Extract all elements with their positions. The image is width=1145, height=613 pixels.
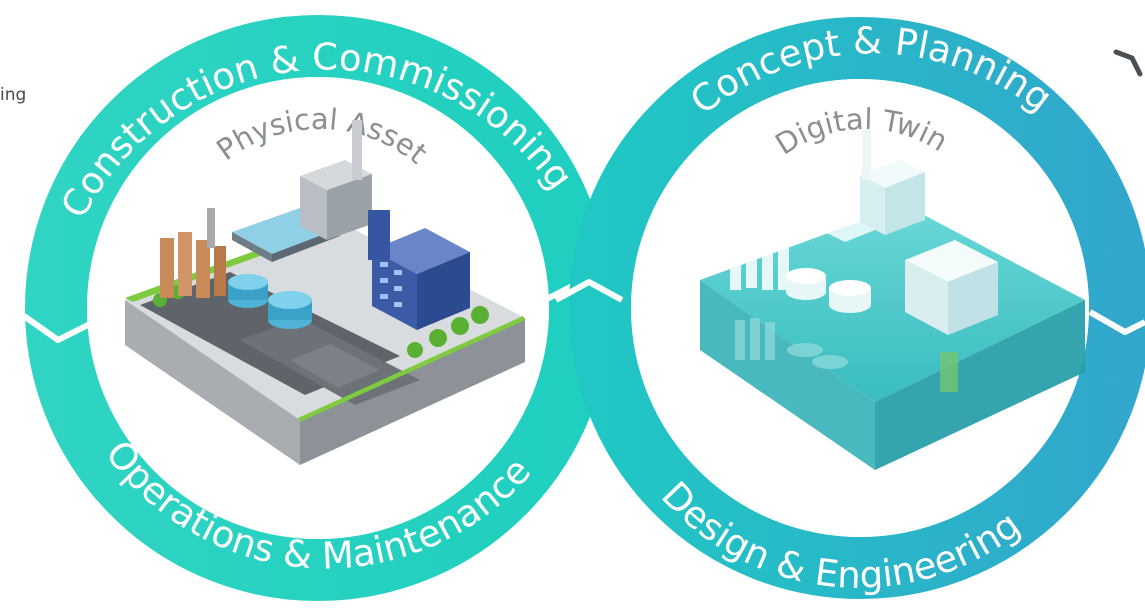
cropped-edge-mark <box>1113 49 1143 77</box>
right-cycle: Concept & Planning Design & Engineering … <box>554 17 1145 599</box>
right-ring-separator <box>554 279 624 303</box>
right-ring <box>569 17 1145 599</box>
cropped-edge-text: ing <box>0 85 26 105</box>
industrial-plant-illustration <box>125 120 525 465</box>
digital-twin-plant-illustration <box>700 130 1085 470</box>
right-ring-separator <box>1088 309 1145 335</box>
left-ring-separator <box>22 313 96 343</box>
left-cycle: Construction & Commissioning Operations … <box>22 15 614 601</box>
